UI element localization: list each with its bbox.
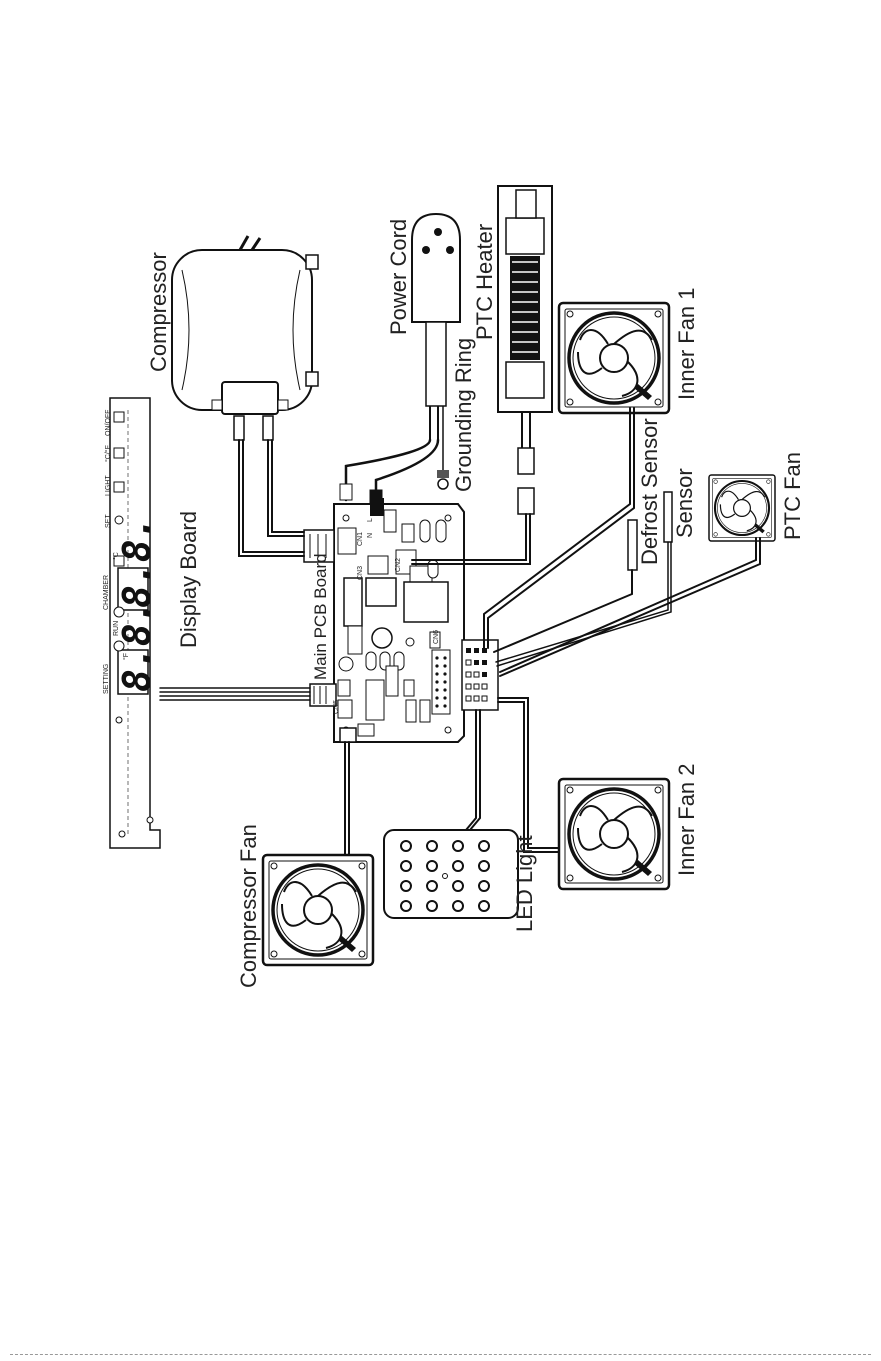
display-chamber-label: CHAMBER (103, 575, 110, 610)
display-digits-left: 8.8. (115, 600, 159, 692)
label-grounding-ring: Grounding Ring (451, 338, 476, 492)
page-bottom-rule (10, 1354, 871, 1355)
pcb-label-cn6: CN6 (433, 630, 440, 644)
sensor (664, 492, 672, 542)
inner-fan-2 (559, 779, 669, 889)
display-set-label: SET (105, 514, 112, 528)
display-run-label: RUN (113, 621, 120, 636)
pcb-label-cn3: CN3 (357, 566, 364, 580)
compressor-fan (263, 855, 373, 965)
ptc-fan (709, 475, 775, 541)
pcb-label-cn2: CN2 (395, 558, 402, 572)
label-ptc-heater: PTC Heater (472, 224, 497, 340)
pcb-label-n: N (367, 533, 374, 538)
display-digits-right: 8.8. (115, 516, 159, 608)
label-ptc-fan: PTC Fan (780, 452, 805, 540)
label-display-board: Display Board (176, 511, 201, 648)
inner-fan-1 (559, 303, 669, 413)
pcb-label-cn1: CN1 (357, 532, 364, 546)
led-light (384, 830, 518, 918)
pcb-label-cn5: CN5 (333, 700, 340, 714)
label-compressor: Compressor (146, 252, 171, 372)
ptc-heater (498, 186, 552, 514)
display-cf-label: °C/°F (104, 445, 112, 462)
label-compressor-fan: Compressor Fan (236, 824, 261, 988)
label-led-light: LED Light (512, 835, 537, 932)
display-onoff-label: ON/OFF (105, 410, 112, 436)
label-inner-fan-1: Inner Fan 1 (674, 287, 699, 400)
display-unit-c: °C (112, 552, 120, 560)
label-inner-fan-2: Inner Fan 2 (674, 763, 699, 876)
label-main-pcb-board: Main PCB Board (311, 553, 330, 680)
compressor (172, 236, 318, 440)
label-defrost-sensor: Defrost Sensor (637, 418, 662, 565)
label-sensor: Sensor (672, 468, 697, 538)
display-light-label: LIGHT (105, 475, 112, 496)
display-setting-label: SETTING (103, 664, 110, 694)
pcb-label-l: L (367, 518, 374, 522)
display-unit-f: °F (122, 653, 130, 660)
label-power-cord: Power Cord (386, 219, 411, 335)
defrost-sensor (628, 520, 637, 570)
